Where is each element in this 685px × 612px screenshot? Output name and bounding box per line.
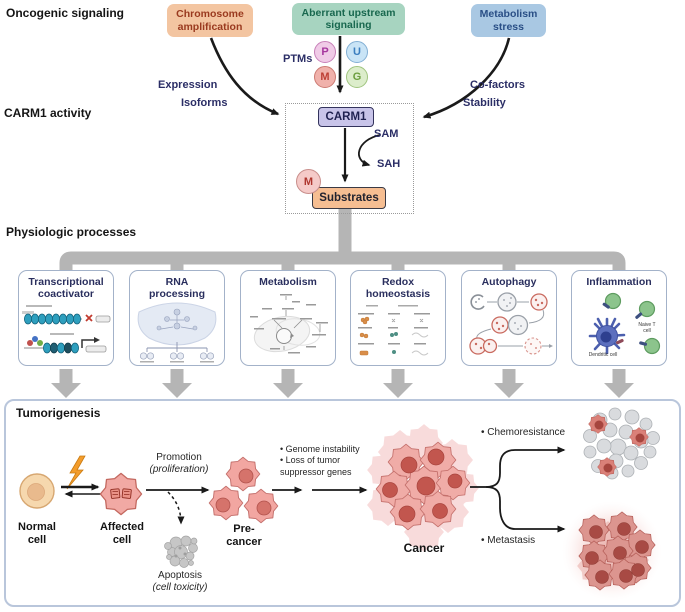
ptm-phosphorylation-badge: P bbox=[314, 41, 336, 63]
process-box-autophagy: Autophagy bbox=[461, 270, 557, 366]
precancer-label: Pre- cancer bbox=[226, 523, 262, 549]
metabolism-to-carm1-arrow bbox=[422, 37, 511, 119]
carm1-activity-label: CARM1 activity bbox=[4, 106, 92, 120]
process-to-tumor-arrows bbox=[51, 369, 634, 398]
normal-cell-label: Normal cell bbox=[18, 521, 56, 547]
cancer-outcome-branch bbox=[470, 446, 566, 533]
redox-pathway-illustration bbox=[358, 304, 430, 356]
cancer-label: Cancer bbox=[403, 541, 445, 555]
process-box-title: Transcriptional coactivator bbox=[28, 276, 104, 301]
carm1-reaction-arrows bbox=[341, 128, 381, 183]
apoptosis-dashed-arrow bbox=[167, 491, 185, 525]
process-box-title: Metabolism bbox=[259, 276, 317, 288]
process-box-inflammation: Inflammation bbox=[571, 270, 667, 366]
spliceosome-illustration bbox=[137, 302, 217, 363]
expression-label: Expression bbox=[158, 79, 218, 91]
affected-cell-label: Affected cell bbox=[99, 521, 144, 547]
precancer-cells-graphic bbox=[208, 456, 279, 524]
oncogenic-signaling-label: Oncogenic signaling bbox=[6, 6, 125, 20]
genome-instability-notes: • Genome instability • Loss of tumor sup… bbox=[280, 444, 360, 477]
ptm-ubiquitination-badge: U bbox=[346, 41, 368, 63]
metastasis-cluster-graphic bbox=[562, 501, 662, 601]
substrates-box: Substrates bbox=[312, 187, 386, 209]
metabolism-stress-box: Metabolism stress bbox=[471, 4, 546, 37]
normal-affected-exchange-arrows bbox=[61, 483, 103, 498]
transcription-illustration bbox=[22, 304, 111, 354]
sam-label: SAM bbox=[374, 128, 399, 140]
ptm-methylation-badge: M bbox=[314, 66, 336, 88]
methyl-mark-badge: M bbox=[296, 169, 321, 194]
sam-to-sah-arrow bbox=[358, 134, 381, 167]
process-box-title: Redox homeostasis bbox=[365, 276, 431, 301]
chemoresistance-label: • Chemoresistance bbox=[481, 427, 566, 438]
apoptosis-label: Apoptosis (cell toxicity) bbox=[144, 570, 216, 594]
cofactors-label: Co-factors bbox=[470, 79, 526, 91]
process-box-rna-processing: RNA processing bbox=[129, 270, 225, 366]
immune-cells-illustration bbox=[588, 293, 661, 355]
oncogenic-arrows bbox=[209, 36, 511, 119]
process-box-title: Inflammation bbox=[586, 276, 652, 288]
normal-cell-graphic bbox=[19, 473, 55, 509]
ptms-label: PTMs bbox=[283, 53, 313, 65]
chromosome-amplification-box: Chromosome amplification bbox=[167, 4, 253, 37]
promotion-label-main: Promotion bbox=[156, 452, 202, 463]
tumorigenesis-panel bbox=[4, 399, 681, 607]
carm1-enzyme-box: CARM1 bbox=[318, 107, 374, 127]
carm1-activity-frame bbox=[285, 103, 414, 214]
metabolic-pathway-illustration bbox=[250, 294, 328, 354]
mutagen-lightning-icon bbox=[66, 455, 86, 490]
process-box-transcriptional-coactivator: Transcriptional coactivator bbox=[18, 270, 114, 366]
trunk-connector bbox=[59, 204, 626, 274]
process-box-title: RNA processing bbox=[148, 276, 206, 301]
dendritic-cell-label: Dendritic cell bbox=[588, 352, 618, 358]
affected-cell-graphic bbox=[99, 472, 143, 516]
process-box-redox-homeostasis: Redox homeostasis bbox=[350, 270, 446, 366]
process-box-metabolism: Metabolism bbox=[240, 270, 336, 366]
metastasis-label: • Metastasis bbox=[481, 535, 536, 546]
promotion-label: Promotion (proliferation) bbox=[146, 452, 212, 476]
isoforms-label: Isoforms bbox=[181, 97, 228, 109]
aberrant-upstream-signaling-box: Aberrant upstream signaling bbox=[292, 3, 405, 35]
apoptosis-cell-graphic bbox=[164, 535, 198, 568]
autophagy-vesicles-illustration bbox=[469, 292, 553, 356]
ptm-glycosylation-badge: G bbox=[346, 66, 368, 88]
apoptosis-label-main: Apoptosis bbox=[158, 570, 202, 581]
naive-t-cell-label: Naive T cell bbox=[638, 322, 656, 335]
sah-label: SAH bbox=[377, 158, 401, 170]
process-box-title: Autophagy bbox=[481, 276, 537, 288]
cancer-cluster-graphic bbox=[367, 424, 479, 552]
physiologic-processes-label: Physiologic processes bbox=[6, 225, 137, 239]
damaged-chromosome-icon bbox=[110, 488, 132, 499]
chromosome-to-carm1-arrow bbox=[209, 37, 280, 116]
apoptosis-label-sub: (cell toxicity) bbox=[152, 582, 208, 593]
promotion-label-sub: (proliferation) bbox=[149, 464, 209, 475]
naive-t-cells-icon bbox=[604, 293, 661, 355]
stability-label: Stability bbox=[463, 97, 506, 109]
tumorigenesis-title: Tumorigenesis bbox=[16, 406, 101, 420]
chemoresistance-cluster-graphic bbox=[583, 407, 660, 480]
